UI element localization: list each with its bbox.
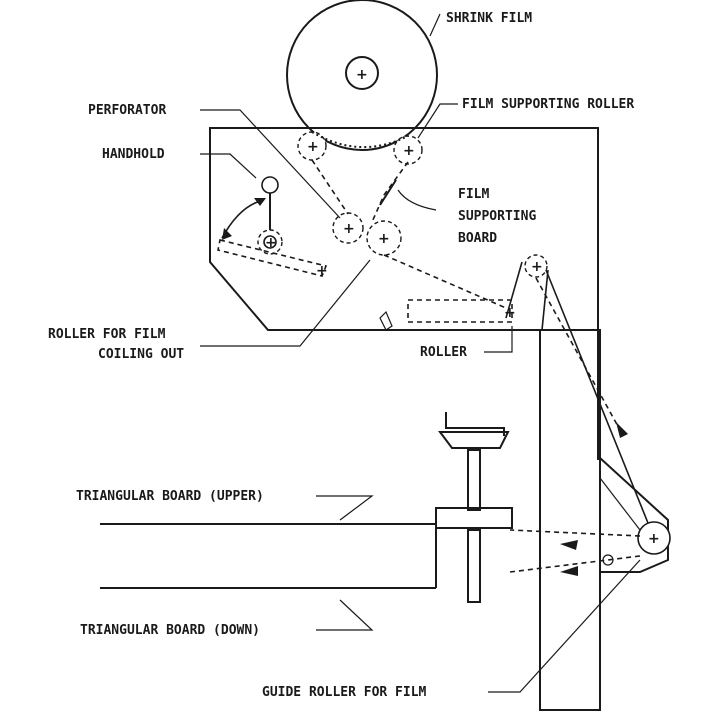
handhold-lever: + [221,176,283,255]
label-roller-coiling-1: ROLLER FOR FILM [48,327,166,342]
svg-text:+: + [356,67,368,83]
svg-text:+: + [648,531,660,547]
label-triangular-upper: TRIANGULAR BOARD (UPPER) [76,489,264,504]
label-perforator: PERFORATOR [88,103,166,118]
label-film-supporting-board-2: SUPPORTING [458,209,536,224]
label-shrink-film: SHRINK FILM [446,11,532,26]
label-handhold: HANDHOLD [102,147,165,162]
label-film-supporting-roller: FILM SUPPORTING ROLLER [462,97,634,112]
label-guide-roller: GUIDE ROLLER FOR FILM [262,685,427,700]
svg-text:+: + [316,263,328,279]
stand-post [438,412,510,603]
handhold-arm [217,239,328,277]
film-supporting-board [379,179,397,206]
triangular-board-upper [100,507,513,529]
svg-text:+: + [265,235,277,251]
shrink-film-roll: + [286,0,438,151]
svg-text:+: + [531,259,543,275]
leader-lines [200,13,641,693]
upper-right-roller: + [524,254,548,278]
label-film-supporting-board-1: FILM [458,187,489,202]
label-roller-coiling-2: COILING OUT [98,347,184,362]
label-triangular-down: TRIANGULAR BOARD (DOWN) [80,623,260,638]
guide-roller-bracket [599,457,669,573]
film-supporting-roller-right: + [393,135,423,165]
label-film-supporting-board-3: BOARD [458,231,497,246]
roller-board [407,299,513,323]
svg-text:+: + [403,143,415,159]
triangular-board-down [100,528,437,589]
coiling-roller: + [366,220,402,256]
svg-text:+: + [378,231,390,247]
handhold-pivot: + [316,263,328,279]
svg-text:+: + [343,221,355,237]
label-roller: ROLLER [420,345,467,360]
svg-text:+: + [504,305,516,321]
vertical-column [539,329,601,711]
guide-roller: + [602,521,671,566]
perforator-roller: + [332,212,364,244]
upper-housing [209,127,599,331]
svg-text:+: + [307,139,319,155]
